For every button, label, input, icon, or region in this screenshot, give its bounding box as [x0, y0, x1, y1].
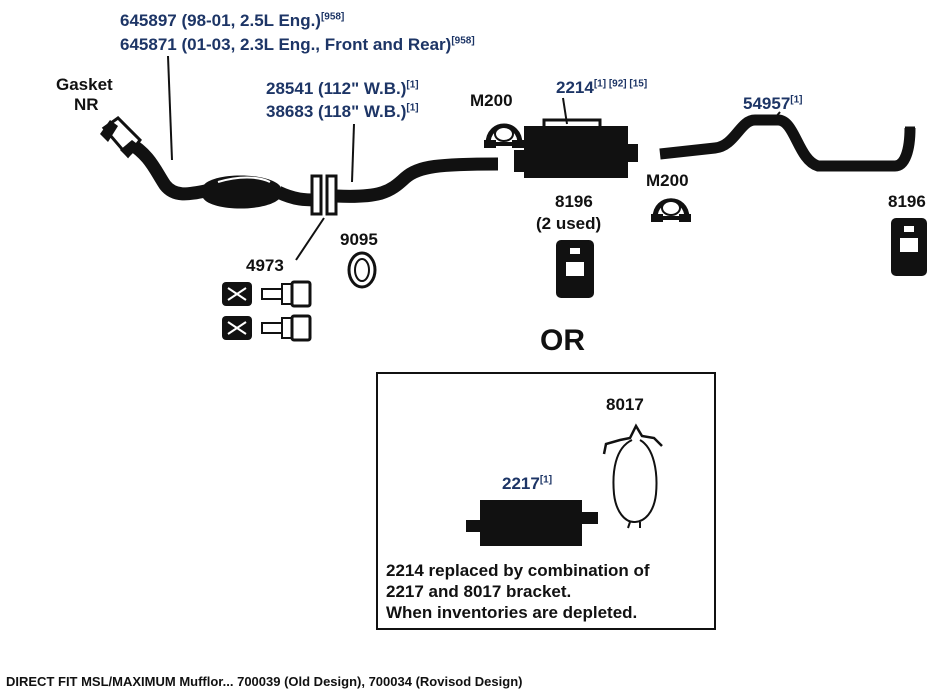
intermediate-pipe-label-1: 28541 (112" W.B.)[1]: [266, 79, 419, 98]
bracket-8017-drawing: [602, 423, 663, 529]
front-pipe-label-2: 645871 (01-03, 2.3L Eng., Front and Rear…: [120, 35, 475, 54]
muffler-2217-drawing: [466, 500, 598, 546]
intermediate-pipe-drawing: [335, 157, 499, 203]
flange-gasket-label: 9095: [340, 230, 378, 249]
leader-lines: [167, 55, 781, 261]
front-pipe-drawing: [100, 116, 319, 207]
tailpipe-drawing: [659, 114, 916, 172]
hanger-right-drawing: [891, 218, 927, 276]
replacement-note-line-2: 2217 and 8017 bracket.: [386, 582, 572, 601]
flange-joint-drawing: [310, 174, 338, 216]
hanger-mid-label: 8196: [555, 192, 593, 211]
bolt-kit-drawing: [222, 280, 312, 342]
gasket-nr-label: NR: [74, 95, 99, 114]
clamp-right-drawing: [651, 198, 691, 222]
intermediate-pipe-label-2: 38683 (118" W.B.)[1]: [266, 102, 419, 121]
muffler-2217-label: 2217[1]: [502, 474, 553, 493]
bracket-8017-label: 8017: [606, 395, 644, 414]
clamp-left-label: M200: [470, 91, 513, 110]
gasket-label: Gasket: [56, 75, 113, 94]
bolt-kit-label: 4973: [246, 256, 284, 275]
hanger-mid-drawing: [556, 240, 594, 298]
clamp-right-label: M200: [646, 171, 689, 190]
muffler-2214-label: 2214[1] [92] [15]: [556, 78, 648, 97]
replacement-note-line-1: 2214 replaced by combination of: [386, 561, 650, 580]
catalytic-converter-drawing: [203, 175, 280, 209]
flange-gasket-drawing: [347, 251, 377, 289]
muffler-2214-drawing: [514, 118, 638, 178]
front-pipe-label-1: 645897 (98-01, 2.5L Eng.)[958]: [120, 11, 345, 30]
or-label: OR: [540, 324, 585, 357]
alternative-parts-box: 8017 2217[1] 2214 replaced by combinatio…: [376, 372, 716, 630]
clamp-left-drawing: [484, 123, 524, 148]
hanger-right-label: 8196: [888, 192, 926, 211]
footer-caption: DIRECT FIT MSL/MAXIMUM Mufflor... 700039…: [6, 674, 523, 689]
replacement-note-line-3: When inventories are depleted.: [386, 603, 638, 622]
tailpipe-label: 54957[1]: [743, 94, 803, 113]
hanger-mid-count-label: (2 used): [536, 214, 602, 233]
